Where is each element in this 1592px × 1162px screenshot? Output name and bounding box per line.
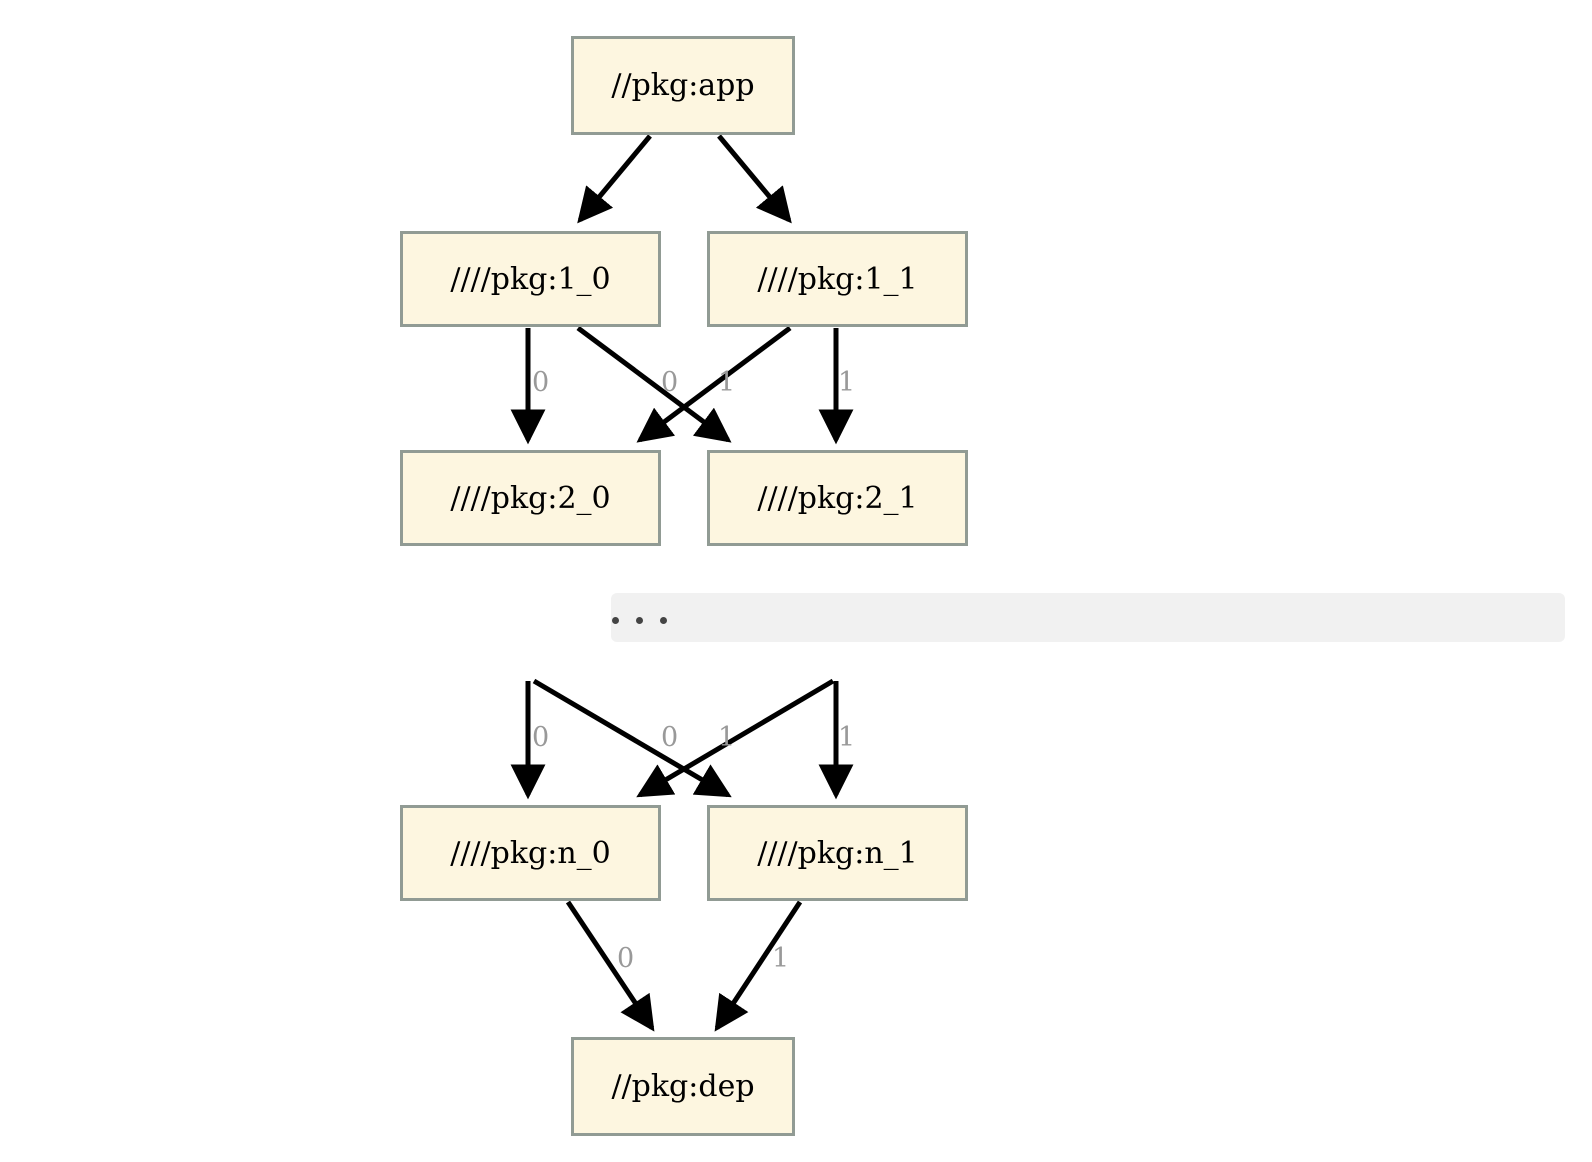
- edge-app-to-1_1: [717, 134, 792, 224]
- node-label: ////pkg:2_1: [757, 480, 918, 516]
- node-pkg-1_0[interactable]: ////pkg:1_0: [400, 231, 661, 327]
- node-label: ////pkg:n_1: [757, 835, 918, 871]
- node-label: //pkg:app: [611, 68, 755, 103]
- ellipsis-dot: [636, 617, 643, 624]
- edge-label-1_0-2_0: 0: [532, 367, 550, 398]
- ellipsis-dot: [612, 617, 619, 624]
- node-label: ////pkg:2_0: [450, 480, 611, 516]
- node-pkg-n_0[interactable]: ////pkg:n_0: [400, 805, 661, 901]
- edge-1_0-to-2_1: [576, 325, 732, 443]
- edge-label-n_0-dep: 0: [617, 943, 635, 974]
- node-pkg-2_1[interactable]: ////pkg:2_1: [707, 450, 968, 546]
- edge-app-to-1_0: [577, 134, 652, 224]
- edge-above-to-n_1-cross: [532, 678, 732, 798]
- edge-n_1-to-dep: [714, 900, 803, 1032]
- edge-label-n_1-dep: 1: [772, 943, 790, 974]
- edge-label-1_0-2_1: 0: [661, 367, 679, 398]
- node-dep[interactable]: //pkg:dep: [571, 1037, 795, 1136]
- edge-label-above-n_1-cross: 0: [661, 722, 679, 753]
- edge-label-above-n_0: 0: [532, 722, 550, 753]
- node-pkg-n_1[interactable]: ////pkg:n_1: [707, 805, 968, 901]
- node-app[interactable]: //pkg:app: [571, 36, 795, 135]
- edge-label-above-n_0-cross: 1: [718, 722, 736, 753]
- edge-1_1-to-2_0: [636, 325, 792, 443]
- node-label: ////pkg:1_1: [757, 261, 918, 297]
- edge-above-to-n_0-cross: [636, 678, 835, 798]
- node-label: //pkg:dep: [611, 1069, 755, 1104]
- node-label: ////pkg:n_0: [450, 835, 611, 871]
- ellipsis-icon: [612, 617, 667, 624]
- truncation-strip: [611, 593, 1565, 642]
- edge-label-above-n_1: 1: [838, 722, 856, 753]
- edge-label-1_1-2_1: 1: [838, 367, 856, 398]
- node-label: ////pkg:1_0: [450, 261, 611, 297]
- node-pkg-1_1[interactable]: ////pkg:1_1: [707, 231, 968, 327]
- node-pkg-2_0[interactable]: ////pkg:2_0: [400, 450, 661, 546]
- edge-label-1_1-2_0: 1: [718, 367, 736, 398]
- edge-n_0-to-dep: [565, 900, 655, 1032]
- ellipsis-dot: [660, 617, 667, 624]
